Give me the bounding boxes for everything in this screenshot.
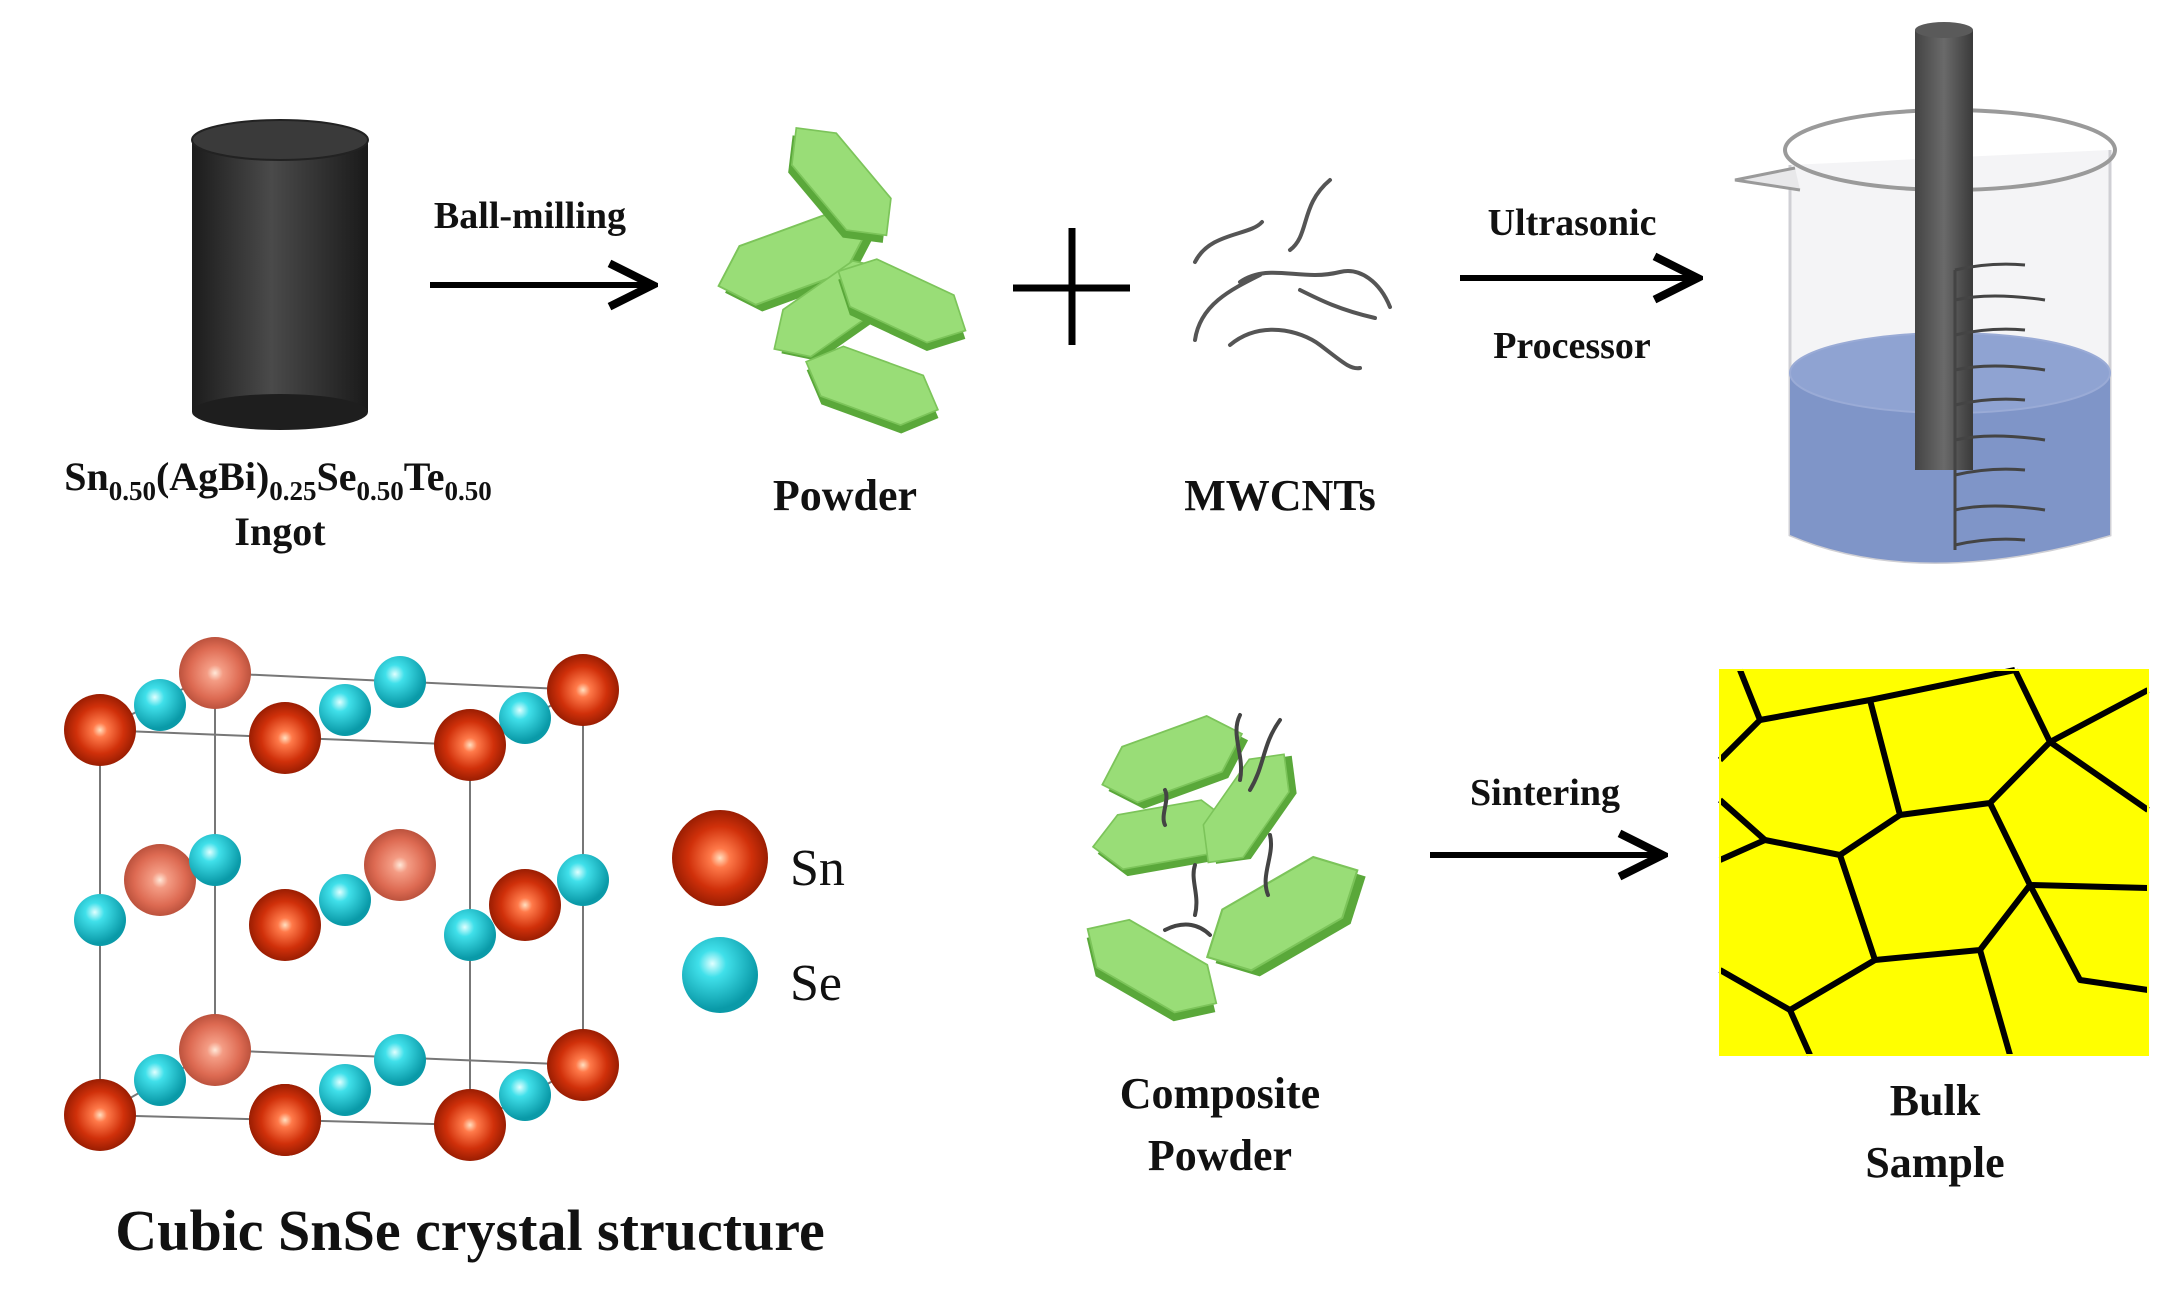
crystal-legend: Sn Se	[672, 810, 845, 1013]
crystal-structure	[64, 637, 619, 1161]
formula-sub: 0.50	[357, 476, 404, 506]
sn-atom	[249, 889, 321, 961]
ultrasonic-label: Ultrasonic	[1488, 202, 1657, 244]
composite-powder-icon	[1068, 704, 1384, 1038]
formula-part: Sn	[64, 454, 109, 499]
bulk-label-line2: Sample	[1865, 1138, 2004, 1187]
sn-atom	[64, 694, 136, 766]
ingot-cylinder-icon	[191, 119, 369, 430]
bulk-sample-grains	[1717, 667, 2150, 1057]
se-atom	[134, 1054, 186, 1106]
se-atom	[499, 692, 551, 744]
sn-atom	[249, 702, 321, 774]
formula-sub: 0.25	[269, 476, 316, 506]
powder-label: Powder	[773, 471, 917, 520]
sn-atom	[64, 1079, 136, 1151]
composite-label-line2: Powder	[1148, 1131, 1292, 1180]
mwcnt-icon	[1193, 178, 1392, 371]
sn-atom	[124, 844, 196, 916]
formula-part: Te	[404, 454, 445, 499]
processor-label: Processor	[1493, 325, 1651, 367]
sn-atom	[179, 1014, 251, 1086]
ingot-label: Ingot	[234, 509, 326, 554]
crystal-caption: Cubic SnSe crystal structure	[115, 1198, 824, 1263]
se-atom	[74, 894, 126, 946]
sn-atom	[364, 829, 436, 901]
formula-part: Se	[317, 454, 357, 499]
formula-sub: 0.50	[445, 476, 492, 506]
se-atom	[444, 909, 496, 961]
powder-flakes-icon	[707, 109, 981, 445]
sn-atom	[179, 637, 251, 709]
ingot-formula: Sn0.50(AgBi)0.25Se0.50Te0.50	[64, 454, 492, 506]
sn-atom	[547, 1029, 619, 1101]
se-atom	[319, 684, 371, 736]
formula-part: (AgBi)	[156, 454, 269, 499]
sn-atom	[489, 869, 561, 941]
se-atom	[319, 874, 371, 926]
se-atom	[189, 834, 241, 886]
se-atom	[374, 1034, 426, 1086]
mwcnt-label: MWCNTs	[1184, 471, 1376, 520]
se-legend-icon	[682, 937, 758, 1013]
se-atom	[374, 656, 426, 708]
ball-milling-label: Ball-milling	[434, 195, 626, 237]
composite-label-line1: Composite	[1120, 1069, 1320, 1118]
sn-legend-icon	[672, 810, 768, 906]
se-atom	[134, 679, 186, 731]
plus-icon	[1013, 228, 1130, 345]
sn-atom	[434, 709, 506, 781]
sn-atom	[249, 1084, 321, 1156]
formula-sub: 0.50	[109, 476, 156, 506]
se-atom	[499, 1069, 551, 1121]
sn-atom	[434, 1089, 506, 1161]
se-atom	[319, 1064, 371, 1116]
sn-atom	[547, 654, 619, 726]
se-legend-label: Se	[790, 955, 842, 1012]
sintering-label: Sintering	[1470, 772, 1620, 814]
beaker-icon	[1734, 22, 2117, 564]
sn-legend-label: Sn	[790, 840, 845, 897]
bulk-label-line1: Bulk	[1890, 1076, 1981, 1125]
se-atom	[557, 854, 609, 906]
